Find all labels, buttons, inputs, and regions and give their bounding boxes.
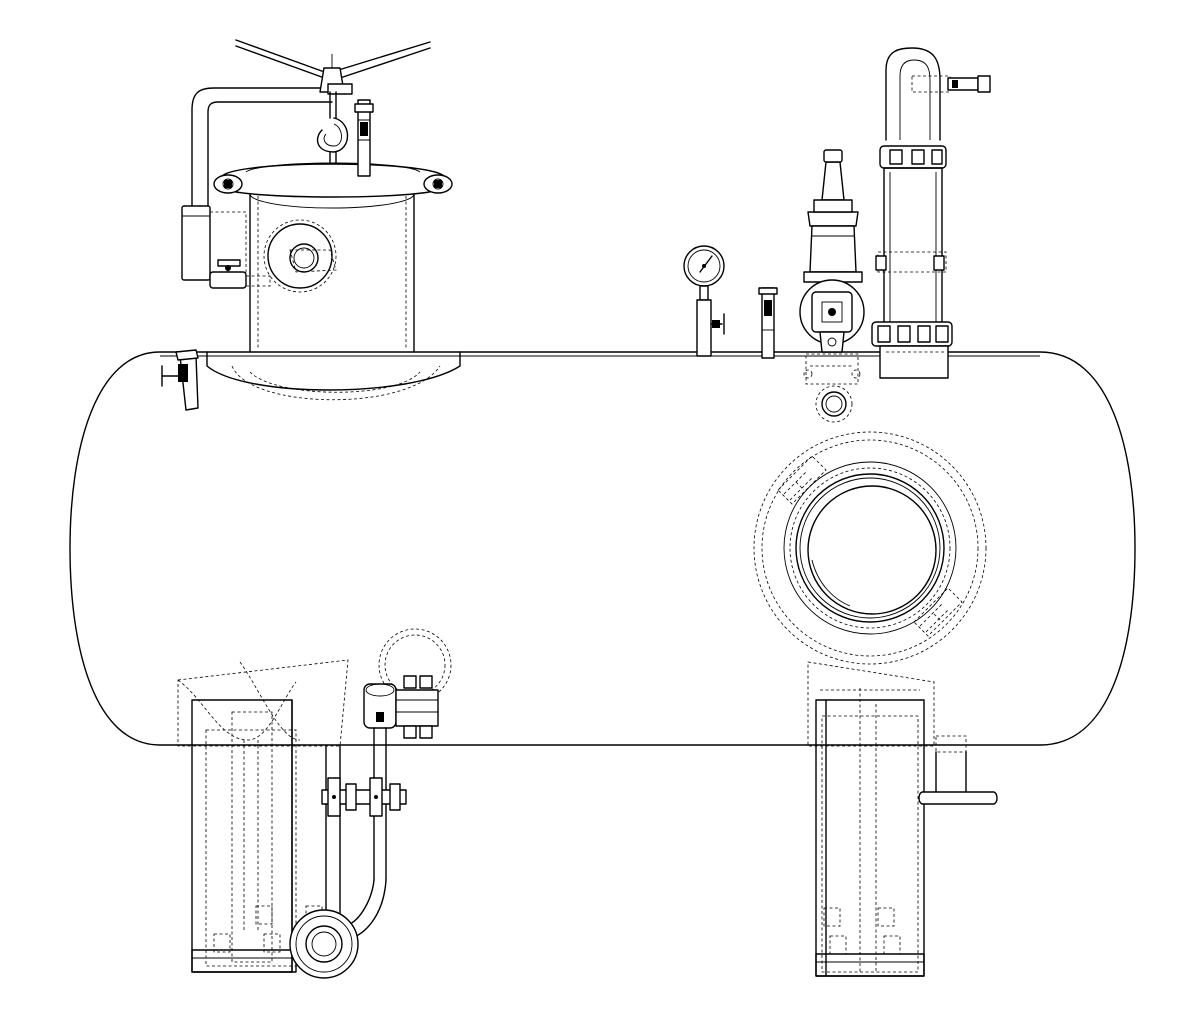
dome-vent-valve: [354, 99, 374, 177]
relief-valve-flange-bolts: [803, 353, 861, 385]
saddle-support-right: [807, 661, 935, 977]
handwheel: [235, 39, 431, 95]
shell-vent-valve-left: [161, 349, 199, 411]
dome-saddle-pad: [206, 351, 461, 401]
anchor-bolts-right: [823, 907, 901, 955]
level-gauge-piping: [321, 727, 407, 939]
lifting-hook: [316, 91, 349, 165]
bottom-drain-flange: [289, 909, 359, 979]
manway-hinge-bottom: [913, 587, 963, 637]
dome-sight-port: [263, 219, 337, 293]
pressure-gauge: [683, 245, 725, 357]
vessel-shell: [69, 351, 1136, 746]
manway-flange: [753, 431, 987, 665]
thermometer-well: [758, 287, 778, 359]
bottom-outlet-nozzle: [918, 735, 998, 805]
level-transmitter: [363, 628, 452, 739]
vent-stack: [871, 47, 991, 379]
manway-hinge-top: [777, 455, 827, 505]
relief-valve-inlet: [815, 385, 853, 423]
dome-body: [249, 179, 415, 353]
dome-cover-flange: [213, 162, 453, 198]
dome-drain-valve: [209, 259, 271, 289]
isolation-flange-bolts: [321, 777, 407, 817]
davit-arm: [181, 87, 333, 281]
saddle-support-left: [177, 659, 349, 973]
safety-relief-valve: [799, 149, 865, 423]
